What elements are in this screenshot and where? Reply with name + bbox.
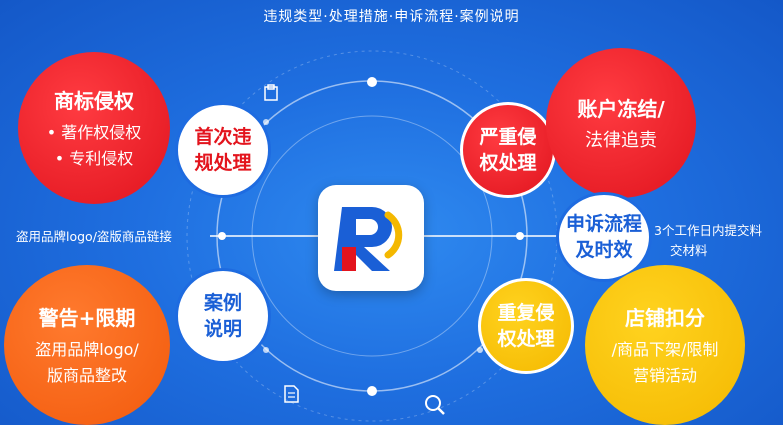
logo-icon: [318, 185, 424, 291]
warning-deadline-bubble: 警告+限期 盗用品牌logo/ 版商品整改: [4, 265, 170, 425]
shop-points-bubble: 店铺扣分 /商品下架/限制 营销活动: [585, 265, 745, 425]
repeat-line2: 权处理: [497, 328, 555, 350]
warning-title: 警告+限期: [38, 305, 136, 330]
right-label-2: 交材料: [670, 243, 708, 258]
appeal-process-bubble: 申诉流程 及时效: [556, 192, 652, 282]
shop-title: 店铺扣分: [625, 305, 705, 330]
serious-line1: 严重侵: [479, 126, 537, 148]
account-freeze-bubble: 账户冻结/ 法律追责: [546, 48, 696, 198]
case-line1: 案例: [203, 292, 242, 314]
freeze-line2: 法律追责: [585, 129, 657, 151]
magnifier-icon: [424, 394, 446, 420]
copyright-item: • 著作权侵权: [46, 122, 142, 142]
first-line2: 规处理: [194, 152, 252, 174]
document-icon: [282, 384, 300, 408]
warning-item2: 版商品整改: [46, 365, 127, 385]
right-label-1: 3个工作日内提交料: [654, 223, 762, 238]
trademark-title: 商标侵权: [54, 88, 134, 113]
repeat-infringement-bubble: 重复侵 权处理: [478, 278, 574, 374]
first-line1: 首次违: [194, 126, 252, 148]
case-study-bubble: 案例 说明: [175, 268, 271, 364]
serious-line2: 权处理: [479, 152, 537, 174]
repeat-line1: 重复侵: [497, 302, 555, 324]
freeze-line1: 账户冻结/: [577, 96, 665, 121]
shop-item2: 营销活动: [632, 365, 697, 385]
left-label: 盗用品牌logo/盗版商品链接: [16, 229, 172, 244]
first-violation-bubble: 首次违 规处理: [175, 102, 271, 198]
patent-item: • 专利侵权: [54, 148, 134, 168]
shop-item1: /商品下架/限制: [611, 339, 719, 359]
appeal-line2: 及时效: [575, 239, 633, 261]
case-line2: 说明: [203, 318, 242, 340]
warning-item1: 盗用品牌logo/: [35, 339, 139, 359]
serious-infringement-bubble: 严重侵 权处理: [460, 102, 556, 198]
clipboard-icon: [262, 84, 280, 106]
appeal-line1: 申诉流程: [565, 213, 642, 235]
trademark-infringement-bubble: 商标侵权 • 著作权侵权 • 专利侵权: [18, 52, 170, 204]
page-title: 违规类型·处理措施·申诉流程·案例说明: [263, 9, 520, 25]
